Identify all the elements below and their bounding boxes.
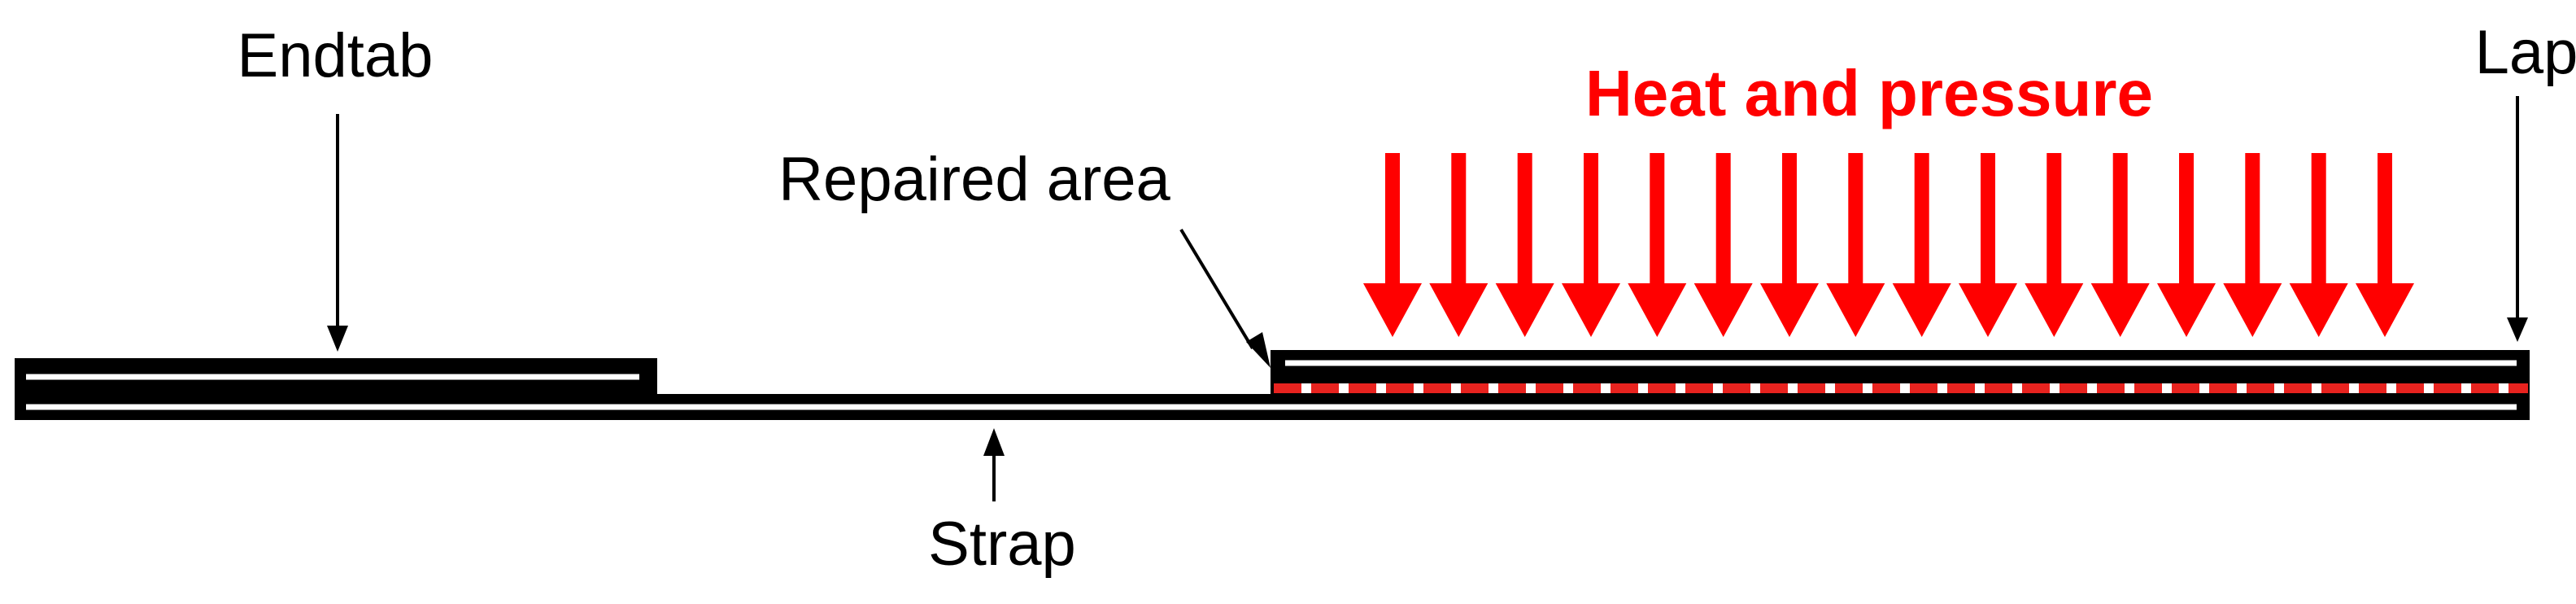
- heat-arrow: [2223, 153, 2282, 337]
- lap-label: Lap: [2475, 18, 2576, 87]
- repaired-area-pointer-line: [1179, 228, 1254, 350]
- endtab-pointer-head: [327, 326, 348, 352]
- pointer-arrows: [327, 96, 2528, 501]
- heat-arrow: [1363, 153, 1422, 337]
- endtab-label: Endtab: [238, 21, 434, 90]
- repaired-area-label: Repaired area: [778, 145, 1170, 214]
- heat-arrow: [2356, 153, 2414, 337]
- heat-arrow: [1760, 153, 1819, 337]
- heat-arrow: [2157, 153, 2216, 337]
- heat-arrow: [1562, 153, 1620, 337]
- heat-arrow: [1495, 153, 1554, 337]
- heat-pressure-label: Heat and pressure: [1585, 57, 2153, 129]
- heat-arrow: [2289, 153, 2348, 337]
- heat-arrow: [2025, 153, 2084, 337]
- labels: Endtab Strap Repaired area Heat and pres…: [238, 18, 2576, 579]
- heat-arrow: [1959, 153, 2017, 337]
- heat-arrow: [1429, 153, 1489, 337]
- heat-pressure-arrows: [1363, 153, 2414, 337]
- heat-arrow: [1892, 153, 1951, 337]
- strap-pointer-head: [983, 428, 1005, 456]
- strap-label: Strap: [928, 510, 1076, 579]
- specimen: [15, 350, 2530, 420]
- repaired-area-pointer-head: [1246, 332, 1271, 368]
- heat-arrow: [1628, 153, 1687, 337]
- heat-arrow: [1826, 153, 1885, 337]
- heat-arrow: [2090, 153, 2150, 337]
- heat-arrow: [1693, 153, 1753, 337]
- lap-pointer-head: [2507, 317, 2528, 342]
